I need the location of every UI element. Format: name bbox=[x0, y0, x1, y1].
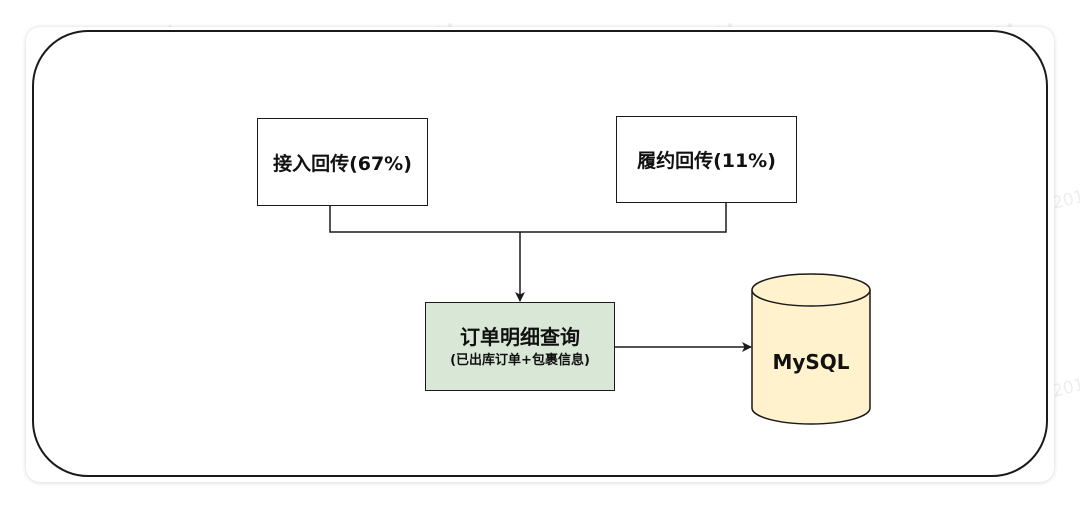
access-callback-node: 接入回传(67%) bbox=[257, 118, 428, 206]
fulfillment-callback-node: 履约回传(11%) bbox=[616, 116, 797, 203]
mysql-label: MySQL bbox=[772, 350, 850, 374]
order-detail-query-node: 订单明细查询 (已出库订单+包裹信息) bbox=[425, 302, 615, 391]
order-detail-query-title: 订单明细查询 bbox=[460, 324, 580, 349]
diagram-frame bbox=[32, 30, 1048, 477]
access-callback-label: 接入回传(67%) bbox=[273, 152, 412, 175]
diagram-card bbox=[26, 27, 1054, 482]
order-detail-query-subtitle: (已出库订单+包裹信息) bbox=[450, 352, 590, 368]
fulfillment-callback-label: 履约回传(11%) bbox=[637, 150, 776, 172]
